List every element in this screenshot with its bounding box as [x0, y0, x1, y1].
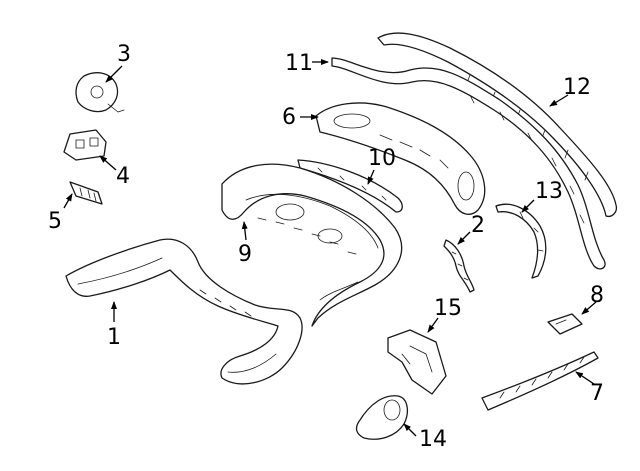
callout-12: 12: [563, 75, 591, 100]
part-4-mounting-bracket: [63, 129, 107, 161]
part-9-bumper-cover: [221, 163, 403, 327]
leader-5: [63, 193, 73, 209]
part-10-trim-rail: [297, 159, 403, 213]
part-15-bracket: [387, 329, 447, 395]
callout-15: 15: [434, 296, 462, 321]
callout-5: 5: [48, 209, 62, 234]
callout-labels: 3 4 5 1 9 11 6 10 12 13 2 8 7 15 14: [48, 42, 604, 452]
part-7-reinforcement: [481, 351, 599, 411]
leader-3: [105, 65, 123, 83]
callout-10: 10: [368, 146, 396, 171]
callout-13: 13: [535, 179, 563, 204]
part-2-bracket: [443, 239, 475, 293]
leader-8: [581, 301, 597, 315]
leader-14: [403, 423, 417, 437]
leader-15: [427, 317, 439, 333]
part-6-rear-diffuser: [315, 102, 486, 215]
leader-7: [575, 371, 595, 385]
callout-1: 1: [107, 325, 121, 350]
callout-14: 14: [419, 427, 447, 452]
callout-6: 6: [282, 105, 296, 130]
callout-3: 3: [117, 42, 131, 67]
leader-2: [457, 231, 471, 245]
leader-13: [521, 199, 535, 213]
callout-11: 11: [285, 51, 313, 76]
callout-8: 8: [590, 283, 604, 308]
leader-lines: [63, 59, 597, 437]
part-5-clip: [69, 181, 103, 205]
part-14-exhaust-tip: [355, 395, 409, 440]
callout-7: 7: [590, 381, 604, 406]
callout-2: 2: [471, 213, 485, 238]
leader-4: [99, 155, 117, 171]
part-11-lower-trim-strip: [331, 57, 606, 270]
leader-10: [367, 169, 375, 185]
callout-4: 4: [116, 164, 130, 189]
part-8-small-clip: [547, 313, 583, 335]
callout-9: 9: [238, 242, 252, 267]
leader-9: [241, 221, 248, 241]
leader-12: [549, 94, 569, 107]
part-3-sensor-housing: [75, 72, 125, 113]
part-1-lower-bumper: [65, 238, 303, 385]
part-13-side-bracket: [495, 203, 547, 279]
